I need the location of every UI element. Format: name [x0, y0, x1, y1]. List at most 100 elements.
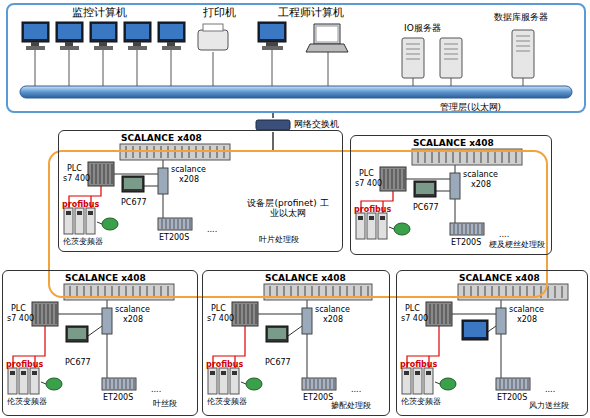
frequency-drive	[208, 368, 217, 394]
keyboard	[94, 46, 113, 50]
laptop-base	[306, 44, 348, 52]
ethernet-cable	[163, 194, 164, 218]
module-slot	[122, 379, 123, 389]
station-equipment	[208, 284, 372, 394]
server-bay	[406, 49, 420, 50]
drive-display	[232, 371, 237, 375]
ellipsis: ....	[499, 230, 509, 239]
module-slot	[466, 224, 467, 234]
drop-line	[328, 52, 329, 86]
device-label: PC677	[65, 358, 91, 367]
screen	[24, 24, 47, 39]
stand	[266, 42, 278, 46]
device-group-label: 打印机	[203, 7, 236, 20]
server-bay	[406, 54, 420, 55]
module-slot	[114, 379, 115, 389]
drive-display	[221, 371, 226, 375]
module-slot	[528, 379, 529, 389]
server	[440, 38, 462, 78]
laptop-lid	[314, 24, 340, 44]
frequency-drive	[19, 368, 28, 394]
module-slot	[509, 151, 510, 163]
ethernet-cable	[501, 300, 502, 308]
module-slot	[182, 146, 183, 158]
screen	[58, 24, 81, 39]
device-label: scalance	[115, 305, 150, 314]
screen	[416, 183, 434, 194]
frequency-drive	[75, 208, 84, 234]
station-equipment	[356, 149, 522, 239]
station-equipment	[402, 284, 568, 394]
ellipsis: ....	[351, 385, 361, 394]
module-slot	[104, 164, 105, 184]
module-slot	[432, 151, 433, 163]
model-label: s7 400	[355, 179, 382, 188]
layer-label: 设备层(profinet) 工业以太网	[246, 198, 330, 219]
module-slot	[474, 151, 475, 163]
device-label: PLC	[405, 304, 420, 313]
stand	[167, 42, 175, 46]
module-slot	[516, 379, 517, 389]
plc-rack	[88, 162, 114, 186]
station-equipment	[8, 284, 174, 394]
screen	[464, 322, 486, 337]
frequency-drive	[64, 208, 73, 234]
module-slot	[110, 379, 111, 389]
module-slot	[118, 379, 119, 389]
drive-display	[210, 371, 215, 375]
motor-cable	[241, 382, 246, 384]
module-slot	[236, 304, 237, 324]
drop-line	[171, 50, 172, 86]
ethernet-cable	[307, 334, 308, 378]
pc677	[266, 326, 288, 342]
module-slot	[178, 219, 179, 229]
server-bay	[444, 49, 458, 50]
server	[512, 30, 534, 78]
device-label: ET200S	[303, 393, 333, 402]
drop-line	[69, 50, 70, 86]
server-bay	[516, 51, 530, 52]
module-slot	[392, 169, 393, 189]
device-label: PC677	[265, 358, 291, 367]
module-slot	[40, 304, 41, 324]
device-label: ET200S	[159, 233, 189, 242]
monitor	[258, 22, 286, 42]
stand	[99, 42, 107, 46]
drive-display	[369, 216, 374, 220]
module-slot	[504, 379, 505, 389]
module-slot	[524, 379, 525, 389]
module-slot	[520, 379, 521, 389]
module-slot	[210, 146, 211, 158]
module-slot	[306, 379, 307, 389]
scalance-x208	[158, 168, 168, 194]
module-slot	[256, 304, 257, 324]
ethernet-cable	[114, 174, 158, 175]
switch-icon	[256, 120, 290, 130]
model-label: x208	[517, 315, 537, 324]
device-label: SCALANCE x408	[459, 273, 540, 283]
module-slot	[36, 304, 37, 324]
device-group-label: 工程师计算机	[278, 7, 344, 20]
module-slot	[318, 379, 319, 389]
model-label: s7 400	[7, 314, 34, 323]
bus-label: 管理层(以太网)	[440, 102, 501, 112]
server-bay	[516, 41, 530, 42]
section-name: 风力送丝段	[529, 401, 569, 410]
ethernet-cable	[58, 314, 102, 315]
bus-label: profibus	[6, 360, 43, 369]
stand	[65, 42, 73, 46]
module-slot	[439, 151, 440, 163]
device-label: scalance	[171, 165, 206, 174]
ethernet-cable	[455, 199, 456, 223]
motor	[246, 378, 262, 390]
motor	[394, 223, 410, 235]
module-slot	[175, 146, 176, 158]
device-label: scalance	[463, 170, 498, 179]
module-slot	[48, 304, 49, 324]
module-slot	[482, 224, 483, 234]
keyboard	[162, 46, 181, 50]
motor-cable	[435, 382, 440, 384]
server-bay	[444, 44, 458, 45]
module-slot	[140, 146, 141, 158]
ethernet-cable	[288, 326, 302, 336]
